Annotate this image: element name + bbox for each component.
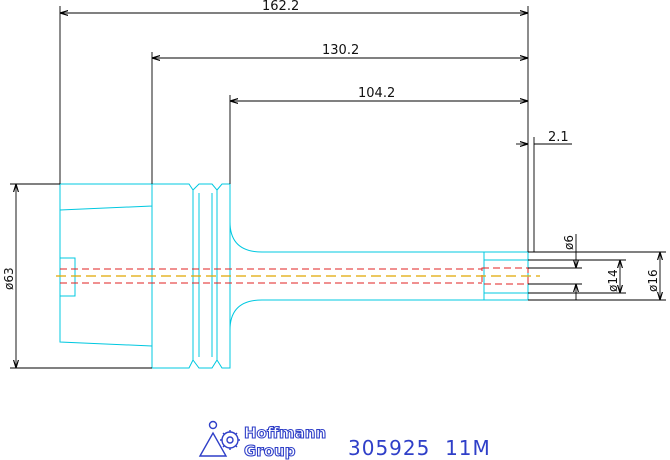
logo-line2: Group	[244, 442, 296, 460]
collet-body-left	[59, 210, 153, 347]
dim-162-label: 162.2	[262, 0, 299, 14]
dim-63-label: ø63	[2, 267, 16, 290]
flange	[152, 183, 194, 369]
shank-bottom	[229, 299, 528, 331]
logo-mark-icon	[198, 420, 240, 457]
shank-top	[229, 221, 528, 253]
hoffmann-logo: Hoffmann Group	[198, 420, 327, 460]
dim-6-label: ø6	[562, 235, 576, 250]
groove	[192, 183, 218, 369]
logo-line1: Hoffmann	[244, 424, 326, 442]
part-outline	[59, 183, 529, 369]
dim-104-label: 104.2	[358, 86, 395, 101]
dimension-lines	[10, 6, 666, 369]
part-number: 305925 11M	[348, 436, 491, 460]
dim-14-label: ø14	[606, 269, 620, 292]
dim-2-label: 2.1	[548, 130, 569, 145]
hidden-bore	[60, 267, 529, 285]
collet-taper-top	[59, 183, 153, 211]
dim-130-label: 130.2	[322, 43, 359, 58]
dim-16-label: ø16	[646, 269, 660, 292]
